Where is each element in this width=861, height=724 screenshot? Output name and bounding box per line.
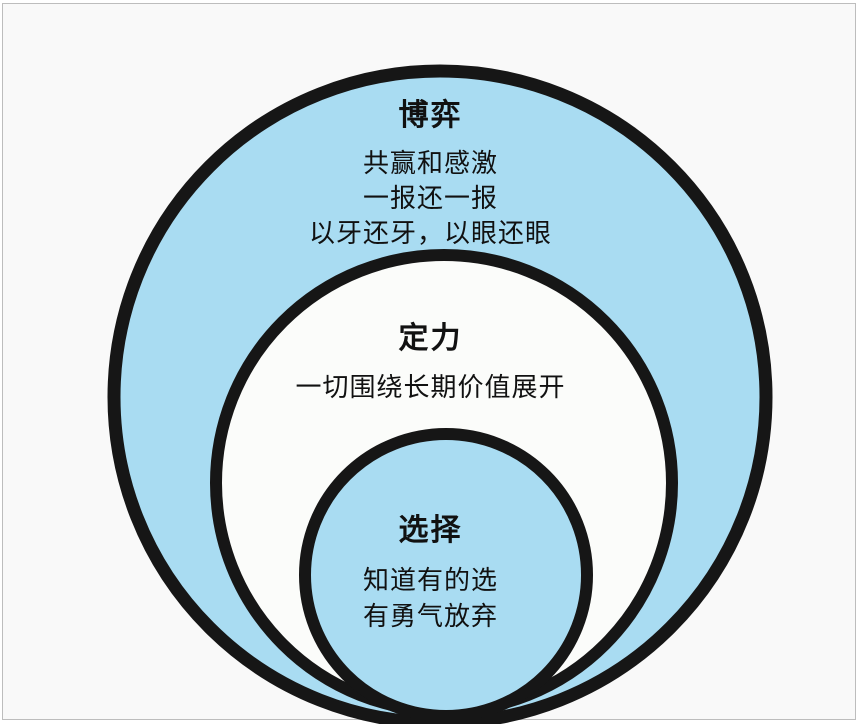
outer-line-3: 以牙还牙，以眼还眼 xyxy=(308,219,552,249)
outer-line-1: 共赢和感激 xyxy=(362,149,498,179)
middle-line-1: 一切围绕长期价值展开 xyxy=(295,373,566,403)
outer-title: 博弈 xyxy=(398,98,463,133)
inner-line-2: 有勇气放弃 xyxy=(362,602,498,632)
inner-line-1: 知道有的选 xyxy=(362,566,498,596)
middle-title: 定力 xyxy=(398,321,463,356)
inner-circle xyxy=(299,428,593,722)
inner-title: 选择 xyxy=(398,513,463,548)
outer-line-2: 一报还一报 xyxy=(362,184,498,214)
